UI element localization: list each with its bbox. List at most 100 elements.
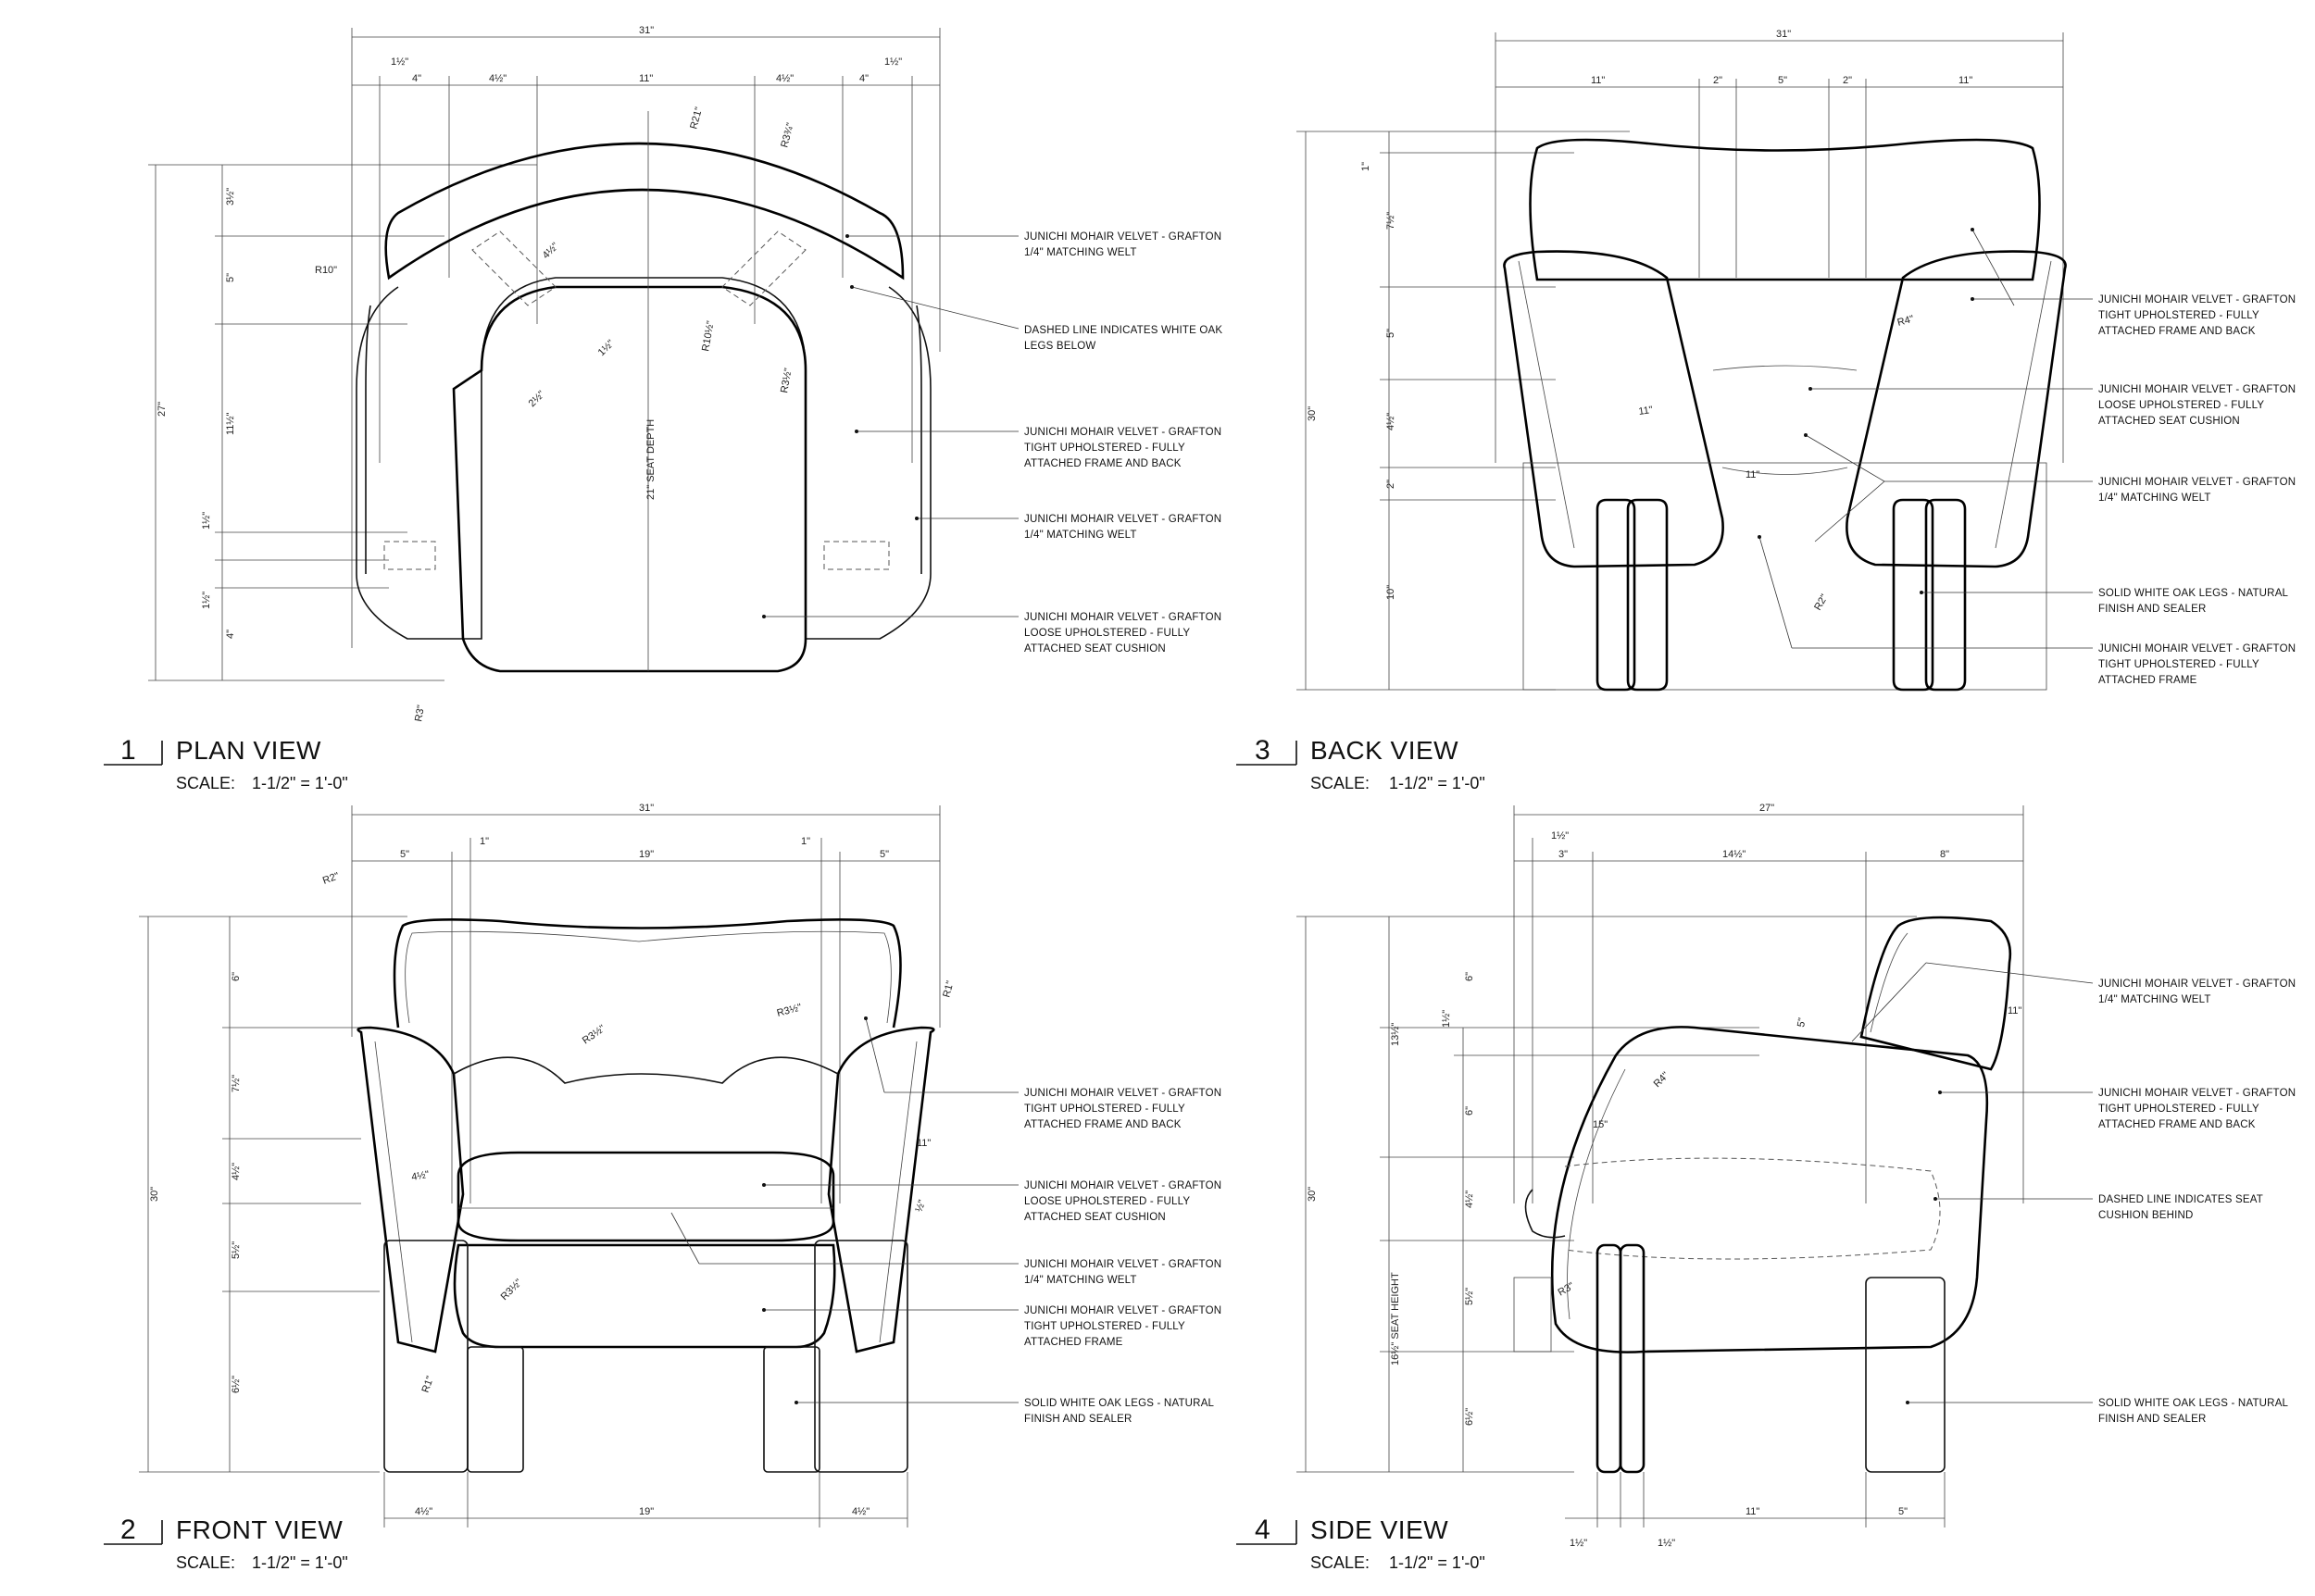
back-dim-e: 11"	[1958, 75, 1972, 86]
side-note-1b: 1/4" MATCHING WELT	[2098, 994, 2211, 1005]
side-dim-5: 5"	[1796, 1016, 1808, 1028]
front-dim-45: 4½"	[410, 1169, 430, 1183]
front-scale-label: SCALE:	[176, 1553, 235, 1572]
side-dim-11: 11"	[2008, 1005, 2021, 1016]
side-notes: JUNICHI MOHAIR VELVET - GRAFTON 1/4" MAT…	[1851, 962, 2296, 1425]
side-dims-left: 30" 6" 13½" 1½" 6" 4½" 5½" 6½" 16½" SEAT…	[1296, 916, 1917, 1473]
plan-dim-depth: 27"	[156, 402, 168, 417]
back-dims-left: 30" 1" 7½" 5" 4½" 2" 10"	[1296, 131, 1630, 691]
front-dim-l2: 7½"	[231, 1075, 242, 1092]
front-dim-l3: 4½"	[231, 1163, 242, 1180]
front-title-block: 2 FRONT VIEW SCALE: 1-1/2" = 1'-0"	[104, 1515, 348, 1572]
side-dim-b: 3"	[1558, 849, 1568, 860]
front-note-1b: TIGHT UPHOLSTERED - FULLY	[1024, 1103, 1185, 1115]
plan-dim-a: 1½"	[391, 56, 408, 68]
front-dim-half: ½"	[914, 1199, 929, 1214]
front-chair-outline	[357, 918, 935, 1473]
plan-note-1a: JUNICHI MOHAIR VELVET - GRAFTON	[1024, 231, 1221, 243]
plan-note-5b: LOOSE UPHOLSTERED - FULLY	[1024, 628, 1190, 639]
front-dims-bottom: 4½" 19" 4½"	[383, 1472, 908, 1527]
side-dim-b3: 11"	[1746, 1506, 1759, 1517]
plan-scale-label: SCALE:	[176, 774, 235, 792]
plan-dim-d: 4½"	[489, 73, 507, 84]
side-dim-l4: 6"	[1464, 1106, 1475, 1116]
back-view-number: 3	[1255, 735, 1270, 766]
back-view-title: BACK VIEW	[1310, 736, 1458, 765]
side-scale-value: 1-1/2" = 1'-0"	[1389, 1553, 1485, 1572]
back-note-5c: ATTACHED FRAME	[2098, 675, 2197, 686]
front-dim-b: 1"	[801, 836, 810, 847]
back-note-1b: TIGHT UPHOLSTERED - FULLY	[2098, 310, 2259, 321]
back-note-1a: JUNICHI MOHAIR VELVET - GRAFTON	[2098, 294, 2296, 305]
front-view-number: 2	[120, 1515, 136, 1545]
plan-dim-r105: R10½"	[700, 320, 717, 353]
side-dim-seat-height: 16½" SEAT HEIGHT	[1390, 1272, 1401, 1365]
back-dim-l1: 1"	[1360, 162, 1371, 171]
back-note-2a: JUNICHI MOHAIR VELVET - GRAFTON	[2098, 384, 2296, 395]
front-note-1c: ATTACHED FRAME AND BACK	[1024, 1119, 1182, 1130]
front-dim-r35a: R3½"	[581, 1023, 607, 1046]
front-dim-r1b: R1"	[420, 1375, 436, 1394]
plan-notes: JUNICHI MOHAIR VELVET - GRAFTON 1/4" MAT…	[762, 231, 1222, 655]
plan-dim-15: 1½"	[596, 338, 617, 358]
side-note-2c: ATTACHED FRAME AND BACK	[2098, 1119, 2256, 1130]
back-dim-c: 5"	[1778, 75, 1787, 86]
plan-dim-f: 4½"	[776, 73, 794, 84]
back-dim-a: 11"	[1591, 75, 1605, 86]
back-dim-l3: 5"	[1385, 329, 1396, 338]
front-note-5b: FINISH AND SEALER	[1024, 1414, 1132, 1425]
front-view-title: FRONT VIEW	[176, 1515, 343, 1544]
front-dim-11: 11"	[917, 1138, 931, 1149]
front-dim-l4: 5½"	[231, 1241, 242, 1259]
back-notes: JUNICHI MOHAIR VELVET - GRAFTON TIGHT UP…	[1758, 228, 2296, 686]
front-dim-d: 19"	[639, 849, 654, 860]
back-dim-l6: 10"	[1385, 585, 1396, 600]
side-note-4a: SOLID WHITE OAK LEGS - NATURAL	[2098, 1398, 2289, 1409]
back-dim-l4: 4½"	[1385, 413, 1396, 430]
plan-dim-l1: 3½"	[225, 188, 236, 206]
side-dim-l5: 4½"	[1464, 1191, 1475, 1208]
plan-note-2b: LEGS BELOW	[1024, 341, 1095, 352]
side-dim-overall: 27"	[1759, 803, 1774, 814]
back-dim-overall: 31"	[1776, 29, 1791, 40]
side-dim-l3: 1½"	[1441, 1010, 1452, 1028]
plan-dim-r21: R21"	[688, 106, 705, 130]
back-dim-l2: 7½"	[1385, 212, 1396, 230]
back-note-2b: LOOSE UPHOLSTERED - FULLY	[2098, 400, 2264, 411]
plan-dim-r3: R3"	[413, 704, 427, 723]
plan-title-block: 1 PLAN VIEW SCALE: 1-1/2" = 1'-0"	[104, 735, 348, 792]
plan-dim-l2: 5"	[225, 273, 236, 282]
side-inner-dims: 11" 5" R4" 15" R3"	[1557, 1005, 2022, 1299]
back-dim-r2: R2"	[1812, 592, 1830, 613]
side-view-number: 4	[1255, 1515, 1270, 1545]
side-note-3a: DASHED LINE INDICATES SEAT	[2098, 1194, 2263, 1205]
side-title-block: 4 SIDE VIEW SCALE: 1-1/2" = 1'-0"	[1236, 1515, 1485, 1572]
plan-dims-top: 31" 1½" 1½" 4" 4½" 11" 4½" 4"	[351, 25, 941, 648]
side-dim-l7: 6½"	[1464, 1408, 1475, 1426]
plan-note-4b: 1/4" MATCHING WELT	[1024, 530, 1137, 541]
front-note-2a: JUNICHI MOHAIR VELVET - GRAFTON	[1024, 1180, 1221, 1191]
front-dim-b2: 19"	[639, 1506, 654, 1517]
front-note-3a: JUNICHI MOHAIR VELVET - GRAFTON	[1024, 1259, 1221, 1270]
back-note-3a: JUNICHI MOHAIR VELVET - GRAFTON	[2098, 477, 2296, 488]
front-notes: JUNICHI MOHAIR VELVET - GRAFTON TIGHT UP…	[670, 1016, 1221, 1425]
front-dim-r1a: R1"	[941, 979, 956, 999]
front-dim-e: 5"	[880, 849, 889, 860]
front-note-4c: ATTACHED FRAME	[1024, 1337, 1123, 1348]
front-dim-l5: 6½"	[231, 1376, 242, 1393]
plan-view: 31" 1½" 1½" 4" 4½" 11" 4½" 4" 27" 3½" 5"…	[104, 25, 1222, 792]
front-dim-r35b: R3½"	[776, 1002, 803, 1019]
side-dim-r3: R3"	[1557, 1280, 1577, 1298]
side-dim-b1: 1½"	[1570, 1538, 1587, 1549]
plan-chair-outline	[356, 142, 932, 673]
back-dims-top: 31" 11" 2" 5" 2" 11"	[1495, 29, 2064, 463]
plan-dim-l5: 1½"	[201, 592, 212, 609]
back-title-block: 3 BACK VIEW SCALE: 1-1/2" = 1'-0"	[1236, 735, 1485, 792]
front-dims-top: 31" 1" 1" 5" 19" 5"	[351, 803, 941, 1203]
front-dim-overall: 31"	[639, 803, 654, 814]
back-view: 31" 11" 2" 5" 2" 11" 30" 1" 7½" 5" 4½" 2…	[1236, 29, 2296, 792]
front-note-1a: JUNICHI MOHAIR VELVET - GRAFTON	[1024, 1088, 1221, 1099]
back-dim-l5: 2"	[1385, 480, 1396, 489]
back-note-3b: 1/4" MATCHING WELT	[2098, 493, 2211, 504]
plan-dim-r35: R3½"	[779, 368, 795, 394]
